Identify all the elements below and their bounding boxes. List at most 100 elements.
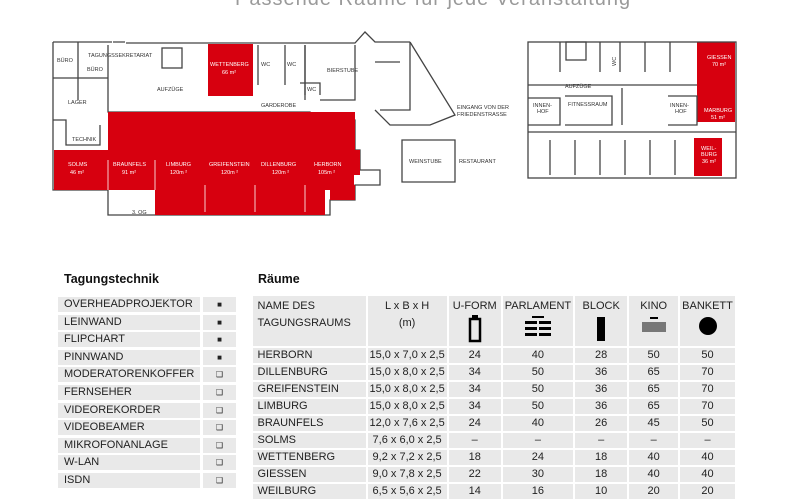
- technik-label: VIDEOREKORDER: [58, 402, 200, 418]
- cell-parlament: 40: [502, 415, 574, 431]
- cell-bankett: 70: [680, 381, 735, 397]
- col-name: NAME DES TAGUNGSRAUMS: [252, 295, 366, 346]
- technik-label: FLIPCHART: [58, 332, 200, 348]
- svg-text:INNEN-: INNEN-: [670, 103, 689, 109]
- technik-item: LEINWAND■: [58, 314, 236, 330]
- col-name-line2: TAGUNGSRAUMS: [257, 316, 351, 329]
- cell-bankett: –: [680, 432, 735, 448]
- svg-text:36 m²: 36 m²: [702, 159, 716, 165]
- cell-block: –: [575, 432, 628, 448]
- availability-mark: ❑: [203, 384, 236, 400]
- cell-block: 36: [575, 381, 628, 397]
- svg-text:WC: WC: [307, 87, 316, 93]
- svg-text:HERBORN: HERBORN: [314, 162, 342, 168]
- cell-dim: 12,0 x 7,6 x 2,5: [367, 415, 447, 431]
- cell-kino: 65: [629, 381, 679, 397]
- svg-text:BURG: BURG: [701, 152, 717, 158]
- availability-mark: ❑: [203, 402, 236, 418]
- col-uform: U-FORM: [448, 295, 501, 346]
- cell-kino: 40: [629, 449, 679, 465]
- cell-dim: 9,2 x 7,2 x 2,5: [367, 449, 447, 465]
- svg-text:120m ²: 120m ²: [170, 170, 187, 176]
- col-bankett: BANKETT: [680, 295, 735, 346]
- cell-name: GREIFENSTEIN: [252, 381, 366, 397]
- cell-uform: 14: [448, 483, 501, 499]
- kino-icon: [641, 316, 666, 332]
- cell-dim: 7,6 x 6,0 x 2,5: [367, 432, 447, 448]
- svg-text:INNEN-: INNEN-: [533, 103, 552, 109]
- svg-text:WEIL-: WEIL-: [701, 146, 716, 152]
- cell-bankett: 20: [680, 483, 735, 499]
- svg-text:TECHNIK: TECHNIK: [72, 137, 96, 143]
- cell-parlament: 50: [502, 364, 574, 380]
- cell-kino: –: [629, 432, 679, 448]
- cell-bankett: 70: [680, 398, 735, 414]
- svg-text:DILLENBURG: DILLENBURG: [261, 162, 296, 168]
- svg-text:46 m²: 46 m²: [70, 170, 84, 176]
- technik-label: PINNWAND: [58, 349, 200, 365]
- cell-uform: –: [448, 432, 501, 448]
- cell-block: 36: [575, 398, 628, 414]
- svg-text:LIMBURG: LIMBURG: [166, 162, 191, 168]
- cell-name: LIMBURG: [252, 398, 366, 414]
- technik-label: MIKROFONANLAGE: [58, 437, 200, 453]
- technik-item: OVERHEADPROJEKTOR■: [58, 297, 236, 312]
- cell-dim: 15,0 x 7,0 x 2,5: [367, 347, 447, 363]
- cell-dim: 15,0 x 8,0 x 2,5: [367, 398, 447, 414]
- svg-text:WEINSTUBE: WEINSTUBE: [409, 159, 442, 165]
- technik-item: PINNWAND■: [58, 349, 236, 365]
- room-weilburg[interactable]: [694, 138, 722, 176]
- availability-mark: ❑: [203, 437, 236, 453]
- cell-parlament: 16: [502, 483, 574, 499]
- svg-text:GIESSEN: GIESSEN: [707, 55, 731, 61]
- col-block-label: BLOCK: [582, 299, 620, 312]
- svg-text:FITNESSRAUM: FITNESSRAUM: [568, 102, 608, 108]
- svg-text:WC: WC: [261, 62, 270, 68]
- technik-label: VIDEOBEAMER: [58, 420, 200, 436]
- cell-block: 28: [575, 347, 628, 363]
- col-bankett-label: BANKETT: [682, 299, 733, 312]
- svg-text:GREIFENSTEIN: GREIFENSTEIN: [209, 162, 250, 168]
- technik-item: VIDEOBEAMER❑: [58, 420, 236, 436]
- cell-dim: 15,0 x 8,0 x 2,5: [367, 381, 447, 397]
- room-marburg[interactable]: [697, 97, 735, 122]
- technik-label: FERNSEHER: [58, 384, 200, 400]
- cell-bankett: 50: [680, 347, 735, 363]
- svg-text:TAGUNGSSEKRETARIAT: TAGUNGSSEKRETARIAT: [88, 53, 153, 59]
- cell-name: BRAUNFELS: [252, 415, 366, 431]
- cell-name: SOLMS: [252, 432, 366, 448]
- svg-text:BÜRO: BÜRO: [87, 66, 104, 73]
- col-dim-line1: L x B x H: [385, 299, 430, 312]
- svg-text:120m ²: 120m ²: [272, 170, 289, 176]
- cell-uform: 24: [448, 415, 501, 431]
- svg-text:91 m²: 91 m²: [122, 170, 136, 176]
- cell-bankett: 40: [680, 449, 735, 465]
- col-name-line1: NAME DES: [257, 299, 315, 312]
- parlament-icon: [524, 315, 551, 336]
- technik-item: W-LAN❑: [58, 455, 236, 471]
- technik-label: OVERHEADPROJEKTOR: [58, 297, 200, 312]
- svg-text:WETTENBERG: WETTENBERG: [210, 62, 249, 68]
- room-giessen[interactable]: [697, 42, 735, 97]
- cell-parlament: 40: [502, 347, 574, 363]
- technik-heading: Tagungstechnik: [64, 272, 159, 286]
- room-wettenberg[interactable]: [208, 44, 253, 96]
- technik-label: LEINWAND: [58, 314, 200, 330]
- svg-text:EINGANG VON DER: EINGANG VON DER: [457, 105, 509, 111]
- svg-text:AUFZÜGE: AUFZÜGE: [157, 86, 184, 93]
- raeume-heading: Räume: [258, 272, 300, 286]
- availability-mark: ■: [203, 314, 236, 330]
- cell-uform: 34: [448, 398, 501, 414]
- svg-text:RESTAURANT: RESTAURANT: [459, 159, 497, 165]
- col-parlament: PARLAMENT: [502, 295, 574, 346]
- cell-uform: 22: [448, 466, 501, 482]
- svg-text:GARDEROBE: GARDEROBE: [261, 103, 296, 109]
- cell-uform: 34: [448, 381, 501, 397]
